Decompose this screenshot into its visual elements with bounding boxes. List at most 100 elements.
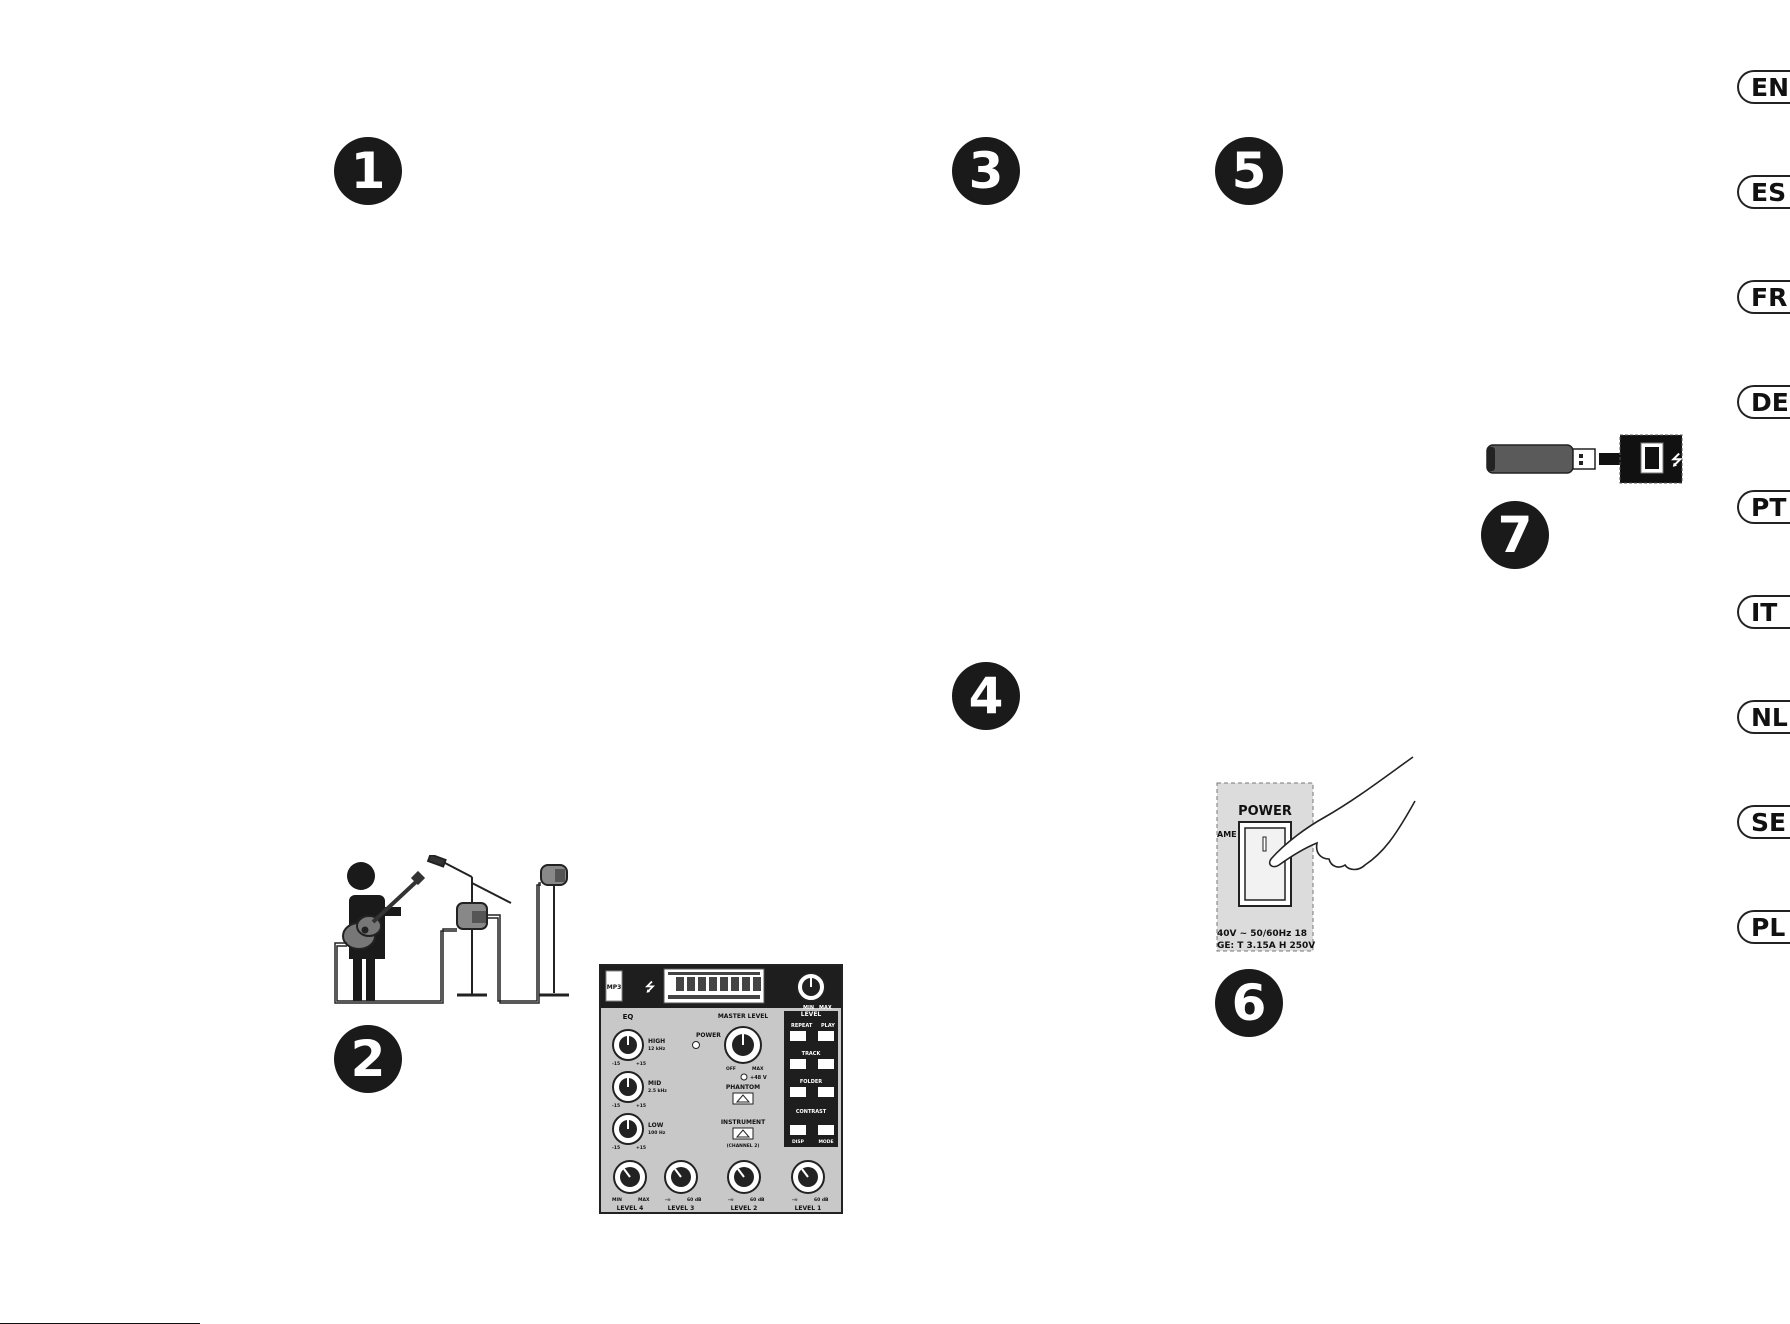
power-side-fragment: AME	[1217, 830, 1237, 839]
channel-2-label: (CHANNEL 2)	[727, 1143, 760, 1149]
folder-prev-button[interactable]	[790, 1087, 806, 1097]
level-2-min: -∞	[728, 1198, 734, 1203]
lang-tab-de[interactable]: DE	[1737, 385, 1790, 419]
lang-tab-pt[interactable]: PT	[1737, 490, 1790, 524]
power-led-label: POWER	[696, 1032, 721, 1039]
level-4-min: MIN	[612, 1197, 622, 1203]
track-prev-button[interactable]	[790, 1059, 806, 1069]
phantom-button[interactable]	[732, 1092, 754, 1105]
repeat-button[interactable]	[790, 1031, 806, 1041]
eq-mid-freq: 2.5 kHz	[648, 1088, 667, 1094]
eq-label: EQ	[623, 1013, 634, 1021]
eq-low-min: -15	[612, 1145, 620, 1151]
master-level-label: MASTER LEVEL	[718, 1013, 769, 1020]
eq-mid-min: -15	[612, 1103, 620, 1109]
level-3-label: LEVEL 3	[668, 1205, 695, 1212]
eq-mid-knob[interactable]	[612, 1071, 644, 1103]
disp-button[interactable]	[790, 1125, 806, 1135]
top-level-label: LEVEL	[801, 1011, 822, 1018]
eq-mid-label: MID	[648, 1080, 661, 1087]
instrument-label: INSTRUMENT	[721, 1119, 766, 1126]
level-1-max: 60 dB	[814, 1197, 829, 1203]
lang-tab-se[interactable]: SE	[1737, 805, 1790, 839]
master-level-knob[interactable]	[724, 1026, 762, 1064]
master-max-label: MAX	[752, 1066, 764, 1072]
power-spec-line-1: 40V ~ 50/60Hz 18	[1217, 929, 1307, 939]
level-3-max: 60 dB	[687, 1197, 702, 1203]
instrument-mic-icon	[456, 902, 488, 930]
step-2-badge: 2	[334, 1025, 402, 1093]
speaker-stand-icon	[539, 864, 569, 997]
step-1-badge: 1	[334, 137, 402, 205]
step-6-badge: 6	[1215, 969, 1283, 1037]
level-4-max: MAX	[638, 1197, 650, 1203]
lang-tab-fr[interactable]: FR	[1737, 280, 1790, 314]
performer-setup-illustration	[334, 855, 569, 1004]
eq-low-knob[interactable]	[612, 1113, 644, 1145]
level-2-max: 60 dB	[750, 1197, 765, 1203]
level-4-label: LEVEL 4	[617, 1205, 644, 1212]
level-1-min: -∞	[792, 1198, 798, 1203]
phantom-button-icon	[735, 1094, 751, 1103]
instrument-button-icon	[735, 1129, 751, 1138]
level-2-knob[interactable]	[727, 1160, 761, 1194]
master-off-label: OFF	[726, 1066, 736, 1072]
step-4-badge: 4	[952, 662, 1020, 730]
disp-label: DISP	[792, 1139, 805, 1145]
level-3-min: -∞	[665, 1198, 671, 1203]
contrast-label: CONTRAST	[796, 1109, 827, 1115]
power-switch-indicator	[1262, 836, 1267, 852]
lang-tab-pl[interactable]: PL	[1737, 910, 1790, 944]
power-spec-line-2: GE: T 3.15A H 250V	[1217, 941, 1315, 951]
svg-text:⭍: ⭍	[1671, 453, 1683, 469]
top-level-knob[interactable]	[796, 972, 826, 1002]
phantom-voltage-label: +48 V	[750, 1075, 767, 1081]
lang-tab-en[interactable]: EN	[1737, 70, 1790, 104]
usb-insert-illustration: ⭍	[1486, 434, 1683, 484]
step-5-badge: 5	[1215, 137, 1283, 205]
eq-high-max: +15	[636, 1061, 646, 1067]
level-3-knob[interactable]	[664, 1160, 698, 1194]
mode-button[interactable]	[818, 1125, 834, 1135]
eq-low-freq: 100 Hz	[648, 1130, 666, 1136]
play-label: PLAY	[821, 1023, 835, 1029]
folder-label: FOLDER	[800, 1079, 822, 1085]
track-label: TRACK	[802, 1051, 822, 1057]
hand-icon	[1268, 756, 1416, 871]
eq-high-freq: 12 kHz	[648, 1046, 666, 1052]
guitar-icon	[342, 870, 426, 950]
cable-icon	[334, 882, 541, 1004]
usb-stick-icon	[1486, 444, 1596, 474]
top-level-min-label: MIN	[803, 1005, 814, 1011]
level-1-label: LEVEL 1	[795, 1205, 822, 1212]
eq-low-label: LOW	[648, 1122, 664, 1129]
eq-low-max: +15	[636, 1145, 646, 1151]
top-level-max-label: MAX	[819, 1005, 832, 1011]
mode-label: MODE	[818, 1139, 833, 1145]
step-7-badge: 7	[1481, 501, 1549, 569]
level-1-knob[interactable]	[791, 1160, 825, 1194]
eq-high-label: HIGH	[648, 1038, 665, 1045]
instrument-button[interactable]	[732, 1127, 754, 1140]
lang-tab-nl[interactable]: NL	[1737, 700, 1790, 734]
folder-next-button[interactable]	[818, 1087, 834, 1097]
step-3-badge: 3	[952, 137, 1020, 205]
eq-high-min: -15	[612, 1061, 620, 1067]
power-title: POWER	[1238, 804, 1292, 819]
lang-tab-es[interactable]: ES	[1737, 175, 1790, 209]
level-2-label: LEVEL 2	[731, 1205, 758, 1212]
eq-mid-max: +15	[636, 1103, 646, 1109]
repeat-label: REPEAT	[791, 1023, 813, 1029]
usb-port-icon: ⭍	[1619, 434, 1683, 484]
display-segments	[668, 972, 761, 999]
power-led	[692, 1041, 700, 1049]
phantom-label: PHANTOM	[726, 1084, 760, 1091]
power-switch-illustration: POWER AME 40V ~ 50/60Hz 18 GE: T 3.15A H…	[1216, 756, 1416, 952]
level-4-knob[interactable]	[613, 1160, 647, 1194]
usb-icon: ⭍	[645, 980, 655, 994]
play-button[interactable]	[818, 1031, 834, 1041]
lang-tab-it[interactable]: IT	[1737, 595, 1790, 629]
track-next-button[interactable]	[818, 1059, 834, 1069]
eq-high-knob[interactable]	[612, 1029, 644, 1061]
mic-stand-icon	[426, 855, 512, 997]
